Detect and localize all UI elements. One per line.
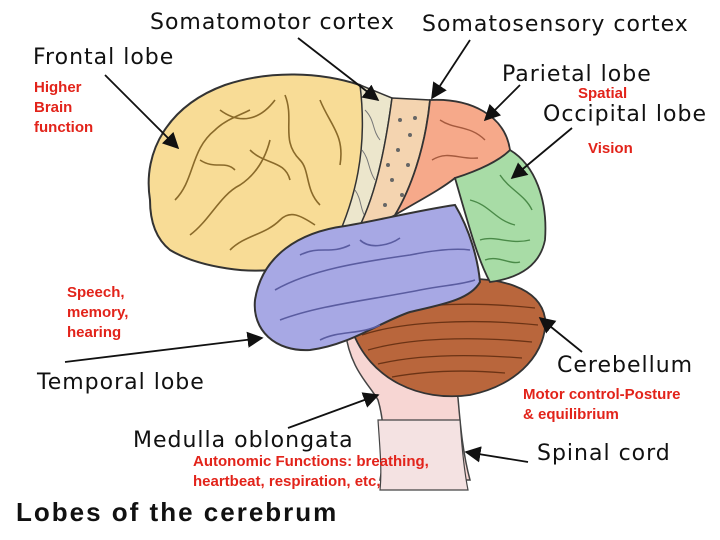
note-line: Speech, — [67, 284, 125, 301]
note-higher-brain-function: Higher Brain function — [34, 78, 93, 138]
arrow-spinal — [464, 446, 529, 463]
occipital-lobe-region — [453, 148, 547, 283]
note-line: Autonomic Functions: breathing, — [193, 453, 429, 470]
temporal-gyri — [274, 237, 476, 341]
note-line: function — [34, 119, 94, 136]
temporal-lobe-region — [253, 203, 482, 352]
sensory-dots — [383, 116, 417, 207]
arrow-parietal — [483, 84, 521, 122]
pointer-arrows — [64, 37, 583, 463]
label-temporal-lobe: Temporal lobe — [37, 370, 205, 395]
label-occipital-lobe: Occipital lobe — [543, 102, 707, 127]
frontal-gyri — [174, 94, 342, 251]
spinal-cord-region — [377, 419, 469, 491]
label-parietal-lobe: Parietal lobe — [502, 62, 652, 87]
note-line: Motor control-Posture — [523, 386, 681, 403]
note-autonomic-functions: Autonomic Functions: breathing, heartbea… — [193, 452, 429, 492]
note-line: Brain — [34, 99, 73, 116]
note-spatial: Spatial — [578, 85, 628, 102]
label-somatomotor-cortex: Somatomotor cortex — [150, 10, 395, 35]
arrow-temporal — [64, 331, 264, 363]
note-vision: Vision — [588, 140, 633, 157]
arrow-frontal — [104, 74, 180, 150]
occipital-gyri — [469, 174, 533, 264]
label-medulla-oblongata: Medulla oblongata — [133, 428, 354, 453]
arrow-somatomotor — [297, 37, 380, 101]
note-speech-memory-hearing: Speech, memory, hearing — [67, 283, 128, 343]
arrow-medulla — [287, 392, 380, 429]
note-line: heartbeat, respiration, etc, — [193, 473, 381, 490]
arrow-cerebellum — [538, 316, 583, 353]
note-line: & equilibrium — [523, 406, 619, 423]
label-somatosensory-cortex: Somatosensory cortex — [422, 12, 689, 37]
note-line: Higher — [34, 79, 82, 96]
arrow-occipital — [510, 127, 573, 180]
arrow-somatosensory — [431, 39, 471, 100]
note-line: memory, — [67, 304, 129, 321]
diagram-title: Lobes of the cerebrum — [16, 497, 339, 527]
parietal-gyri — [431, 119, 486, 161]
note-motor-control: Motor control-Posture & equilibrium — [523, 385, 681, 425]
label-cerebellum: Cerebellum — [557, 353, 694, 378]
label-spinal-cord: Spinal cord — [537, 441, 671, 466]
label-frontal-lobe: Frontal lobe — [33, 45, 175, 70]
note-line: hearing — [67, 324, 122, 341]
